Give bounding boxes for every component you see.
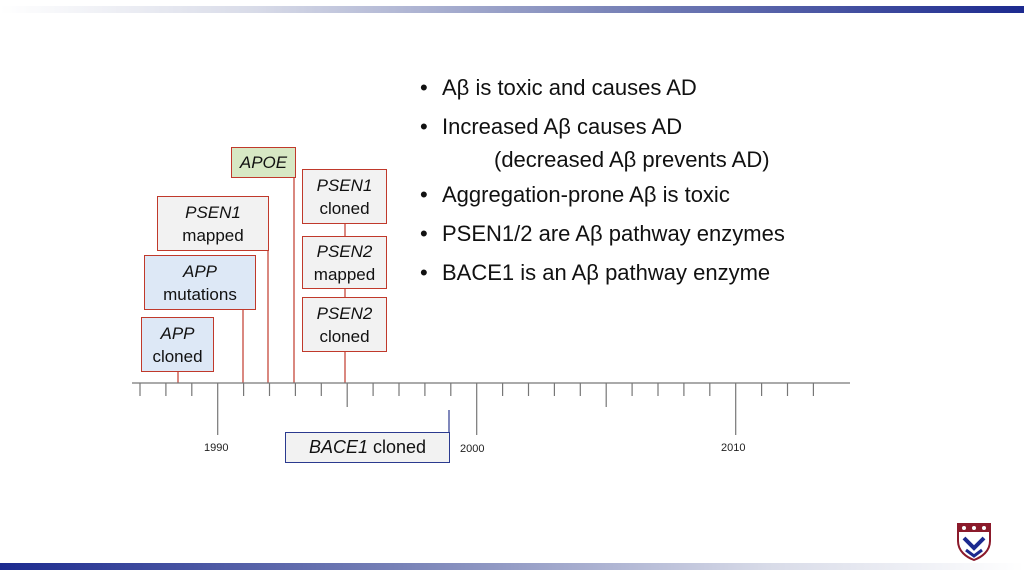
penn-shield-icon [957, 523, 991, 561]
apoe-gene-label: APOE [239, 153, 288, 172]
year-label-2010: 2010 [721, 442, 746, 454]
bullet-item: PSEN1/2 are Aβ pathway enzymes [418, 220, 838, 248]
psen2-mapped-event-label: mapped [313, 264, 376, 284]
bace1-event-label: cloned [367, 437, 427, 457]
app-mutations-box: APP mutations [144, 255, 256, 310]
app-cloned-event-label: cloned [152, 346, 203, 366]
bullet-continuation: (decreased Aβ prevents AD) [494, 147, 770, 172]
psen1-mapped-gene-label: PSEN1 [185, 202, 241, 222]
psen1-mapped-box: PSEN1 mapped [157, 196, 269, 251]
bottom-gradient-bar [0, 563, 1024, 570]
app-mutations-event-label: mutations [163, 284, 237, 304]
psen2-cloned-event-label: cloned [319, 326, 370, 346]
app-mutations-gene-label: APP [182, 261, 218, 281]
top-gradient-bar [0, 6, 1024, 13]
psen2-mapped-gene-label: PSEN2 [316, 241, 373, 261]
bace1-cloned-box: BACE1 cloned [285, 432, 450, 463]
psen1-cloned-event-label: cloned [319, 198, 370, 218]
psen2-cloned-gene-label: PSEN2 [316, 303, 373, 323]
year-label-1990: 1990 [204, 442, 229, 454]
bullet-item: Aβ is toxic and causes AD [418, 74, 838, 102]
timeline-ticks [139, 383, 815, 435]
psen2-cloned-box: PSEN2 cloned [302, 297, 387, 352]
psen2-mapped-box: PSEN2 mapped [302, 236, 387, 289]
app-cloned-box: APP cloned [141, 317, 214, 372]
bullet-item: Aggregation-prone Aβ is toxic [418, 181, 838, 209]
hypothesis-bullet-list: Aβ is toxic and causes AD Increased Aβ c… [418, 74, 838, 287]
psen1-cloned-box: PSEN1 cloned [302, 169, 387, 224]
bullet-item: Increased Aβ causes AD [418, 113, 838, 141]
apoe-box: APOE [231, 147, 296, 178]
psen1-mapped-event-label: mapped [182, 225, 244, 245]
bullet-item: BACE1 is an Aβ pathway enzyme [418, 259, 838, 287]
psen1-cloned-gene-label: PSEN1 [316, 175, 373, 195]
app-cloned-gene-label: APP [160, 323, 195, 343]
bace1-gene-label: BACE1 [308, 437, 368, 457]
year-label-2000: 2000 [460, 443, 485, 455]
